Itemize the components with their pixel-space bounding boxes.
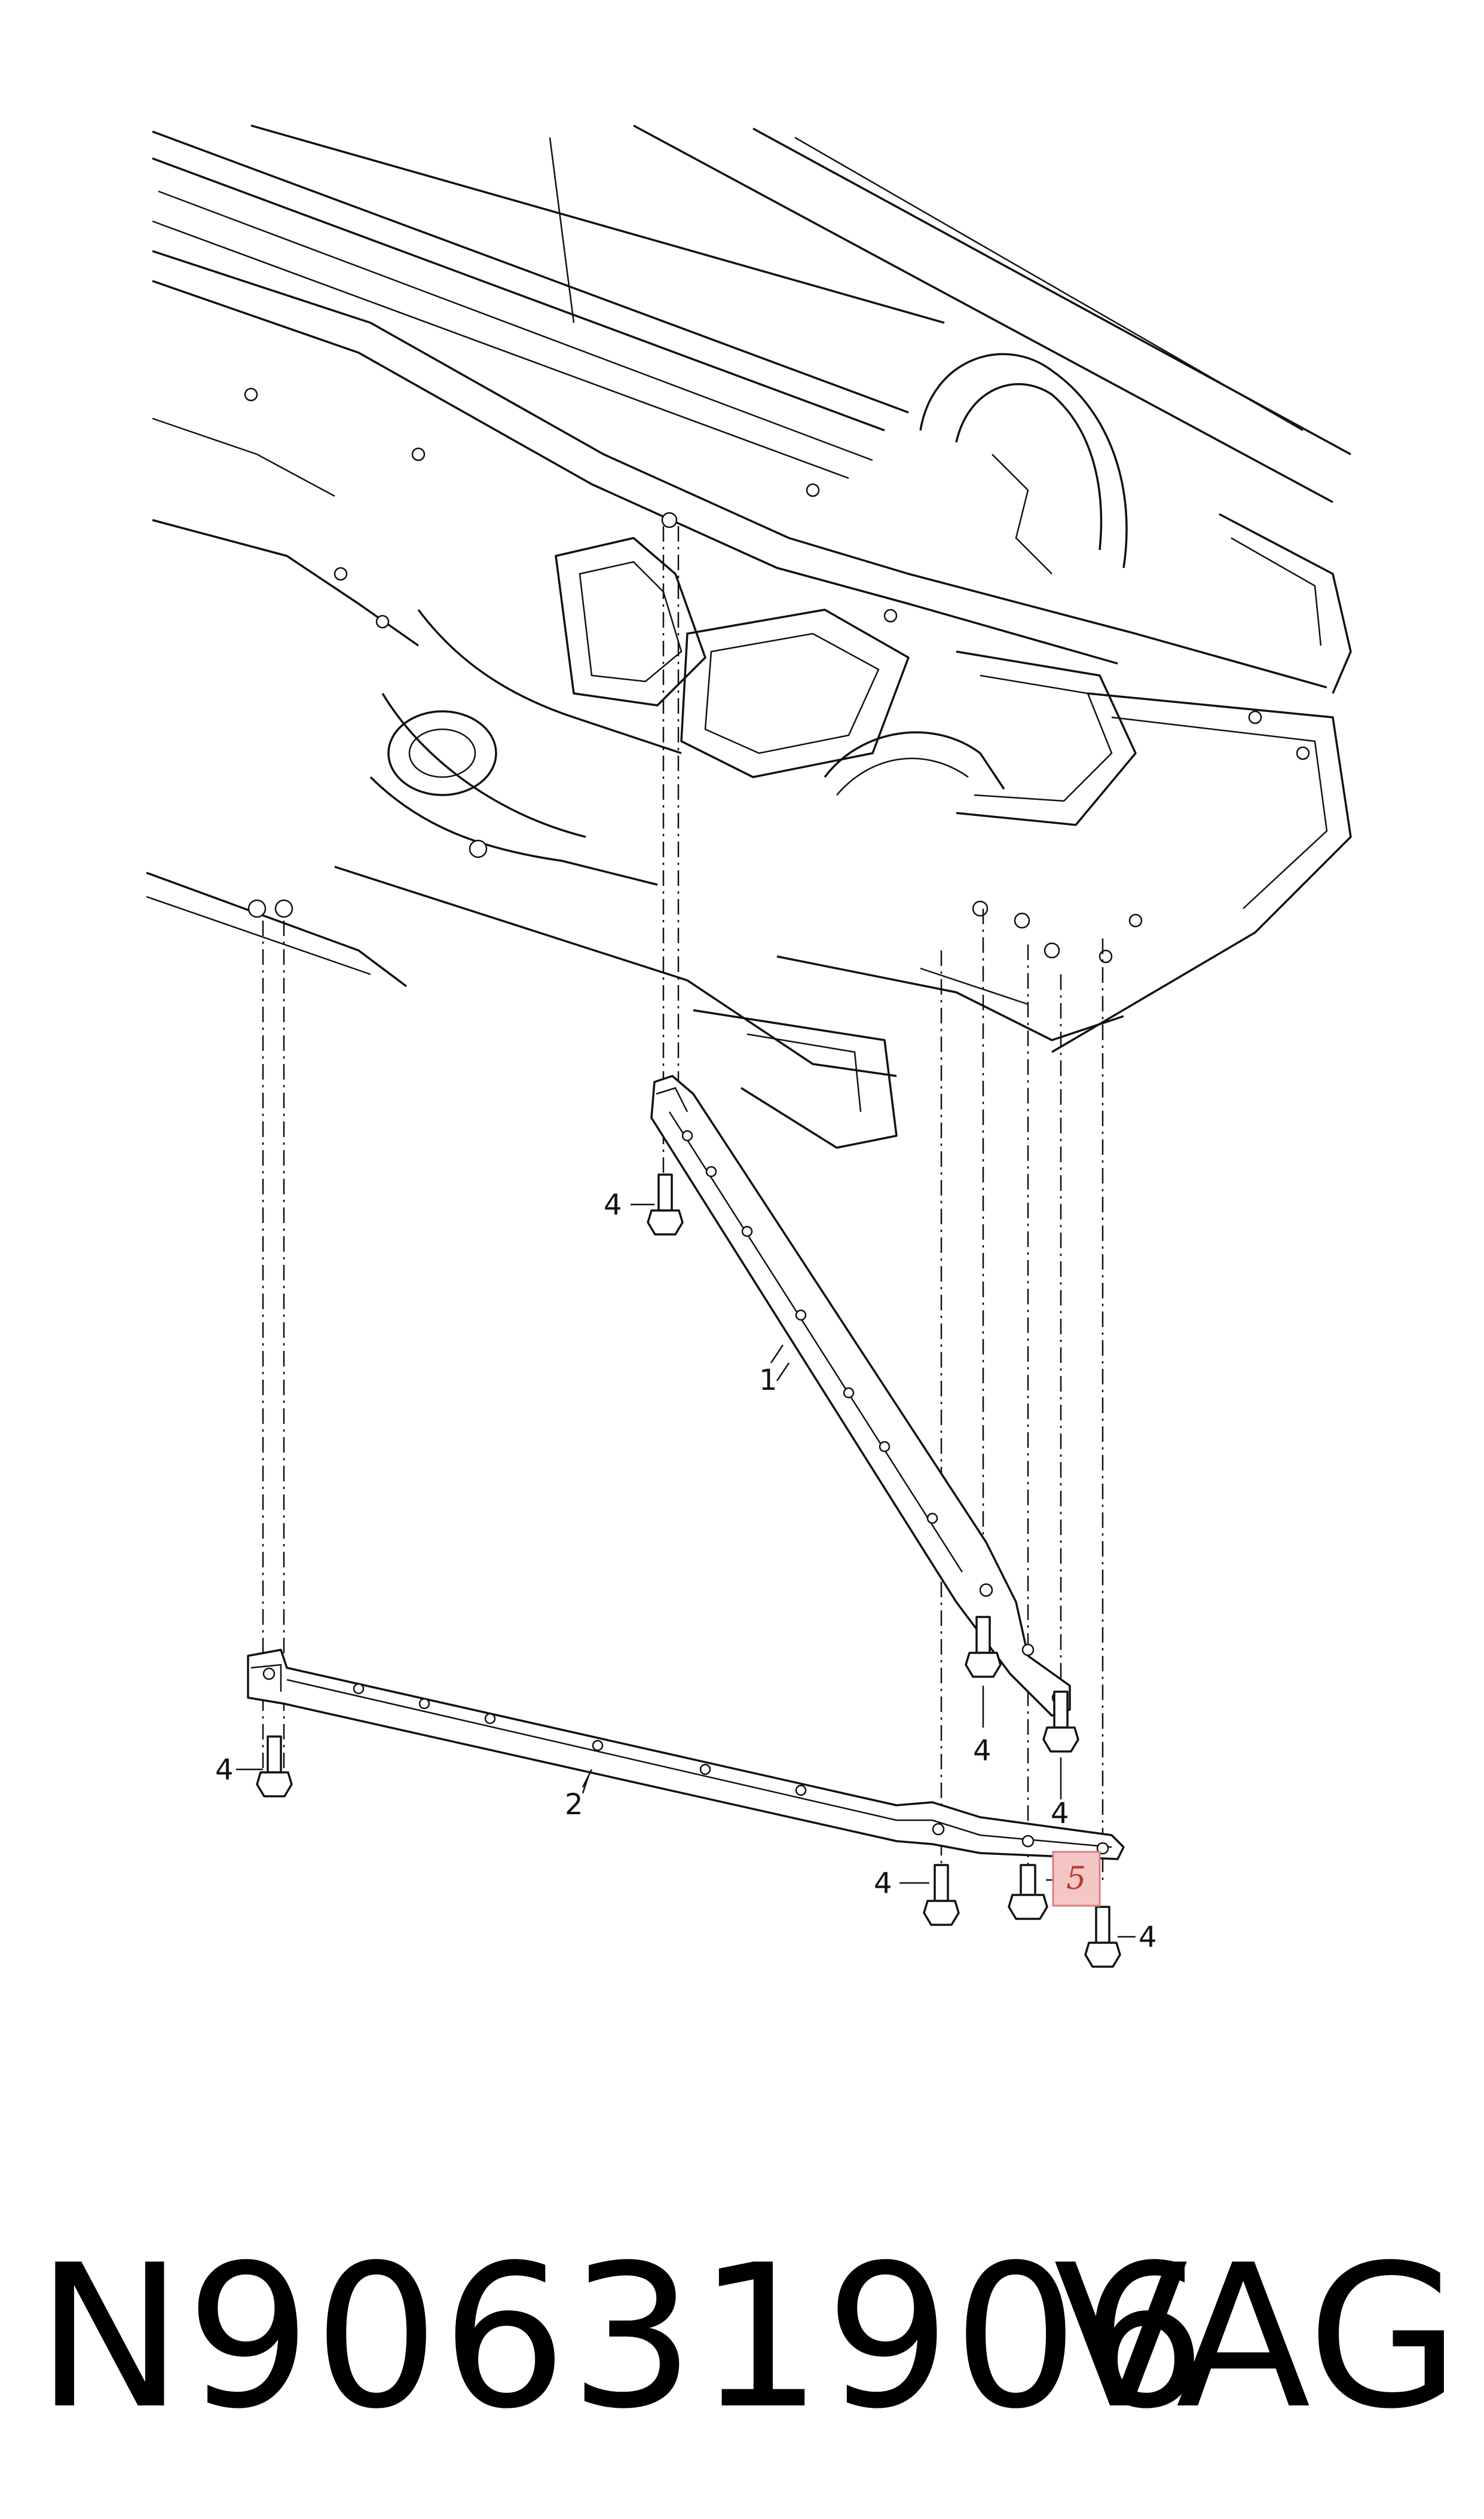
callout-bolt-4-upper: 4 [604, 1188, 622, 1222]
callout-bolt-5: 5 [1066, 1861, 1086, 1897]
callout-bolt-4-mid-a: 4 [973, 1734, 992, 1768]
footer: N90631906 VAG [0, 2212, 1484, 2463]
bolt-5 [1008, 1864, 1048, 1920]
bolt-4-bottom-a [923, 1864, 960, 1926]
callout-rail-2: 2 [565, 1788, 583, 1821]
leader-lines [236, 1203, 1136, 1938]
bolt-4-bottom-b [1084, 1906, 1121, 1968]
bolt-4-left [256, 1735, 293, 1797]
callout-bolt-4-left: 4 [215, 1753, 234, 1787]
reinforcement-rail-2 [247, 1649, 1125, 1860]
callout-bolt-4-mid-b: 4 [1051, 1797, 1069, 1830]
exploded-parts-diagram: 1 2 4 4 4 4 4 4 5 [146, 124, 1352, 1968]
bolt-4-mid-b [1042, 1690, 1079, 1753]
callout-bolt-4-bottom-b: 4 [1139, 1921, 1157, 1954]
bolt-4-upper [647, 1173, 684, 1236]
reinforcement-rail-1 [650, 1075, 1071, 1717]
brand-name: VAG [1053, 2223, 1460, 2452]
bolt-4-mid-a [965, 1616, 1002, 1678]
part-number: N90631906 [36, 2223, 1209, 2452]
callout-bolt-5-highlight [1052, 1851, 1101, 1907]
assembly-guide-lines [262, 526, 1104, 1883]
callout-rail-1: 1 [759, 1364, 778, 1397]
vehicle-underbody [146, 124, 1352, 1149]
callout-bolt-4-bottom-a: 4 [874, 1867, 892, 1900]
